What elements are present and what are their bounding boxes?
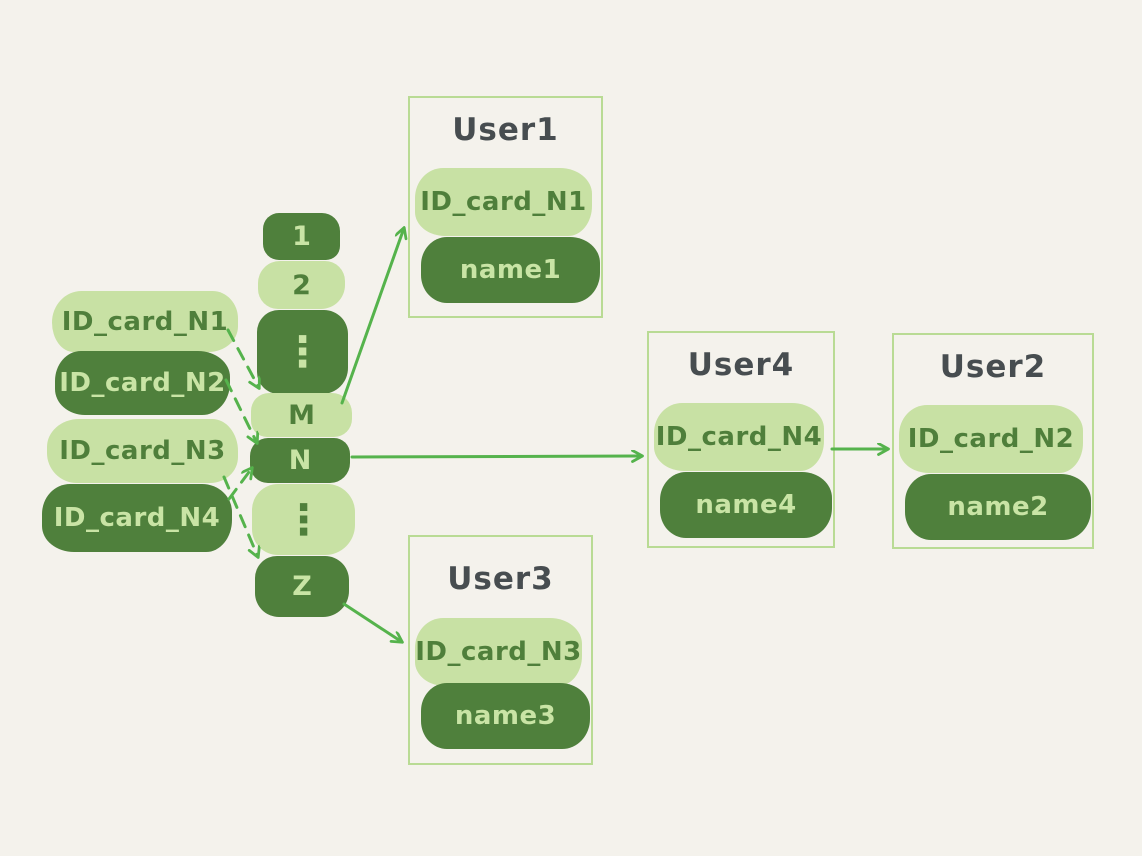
id-card-3-pill: ID_card_N3 (47, 419, 238, 483)
arrow-bucket-m-to-user1 (340, 228, 404, 405)
bucket-ellipsis-upper-label: ⋮ (281, 327, 324, 376)
user1-id-card-label: ID_card_N1 (420, 187, 587, 217)
user3-title: User3 (447, 561, 554, 597)
id-card-3-label: ID_card_N3 (59, 436, 226, 466)
user3-name-label: name3 (454, 701, 557, 731)
id-card-4-pill: ID_card_N4 (42, 484, 232, 552)
user1-name-label: name1 (459, 255, 562, 285)
user4-title: User4 (687, 347, 795, 383)
bucket-z: Z (255, 556, 349, 617)
user4-box: User4 ID_card_N4 name4 (647, 331, 835, 548)
user1-box: User1 ID_card_N1 name1 (408, 96, 603, 318)
user3-box: User3 ID_card_N3 name3 (408, 535, 593, 765)
arrow-bucket-z-to-user3 (342, 602, 402, 642)
bucket-2: 2 (258, 261, 345, 309)
user2-name-label: name2 (947, 492, 1049, 522)
bucket-ellipsis-lower-label: ⋮ (282, 494, 325, 544)
bucket-1: 1 (263, 213, 340, 260)
bucket-ellipsis-lower: ⋮ (252, 484, 355, 555)
user3-name-pill: name3 (421, 683, 590, 749)
user2-id-card-pill: ID_card_N2 (899, 405, 1083, 473)
arrow-bucket-n-to-user4 (350, 456, 642, 457)
user1-id-card-pill: ID_card_N1 (415, 168, 592, 236)
user1-title: User1 (452, 112, 559, 148)
user4-name-label: name4 (695, 490, 797, 520)
bucket-z-label: Z (292, 571, 312, 602)
bucket-1-label: 1 (292, 221, 311, 252)
bucket-m-label: M (288, 399, 315, 431)
bucket-n: N (250, 438, 350, 483)
user4-name-pill: name4 (660, 472, 832, 538)
user4-id-card-pill: ID_card_N4 (654, 403, 824, 471)
arrow-idcard4-to-bucket-n (227, 468, 252, 501)
user2-name-pill: name2 (905, 474, 1091, 540)
id-card-4-label: ID_card_N4 (53, 503, 221, 533)
bucket-ellipsis-upper: ⋮ (257, 310, 348, 394)
user3-id-card-label: ID_card_N3 (415, 637, 582, 667)
user4-id-card-label: ID_card_N4 (655, 422, 823, 452)
bucket-n-label: N (288, 445, 312, 476)
user2-id-card-label: ID_card_N2 (907, 424, 1075, 454)
bucket-2-label: 2 (292, 269, 311, 301)
id-card-2-label: ID_card_N2 (59, 368, 226, 398)
id-card-1-label: ID_card_N1 (61, 306, 229, 337)
user2-box: User2 ID_card_N2 name2 (892, 333, 1094, 549)
user3-id-card-pill: ID_card_N3 (415, 618, 582, 686)
id-card-2-pill: ID_card_N2 (55, 351, 230, 415)
user2-title: User2 (939, 349, 1047, 385)
id-card-1-pill: ID_card_N1 (52, 291, 238, 352)
user1-name-pill: name1 (421, 237, 600, 303)
bucket-m: M (251, 393, 352, 437)
